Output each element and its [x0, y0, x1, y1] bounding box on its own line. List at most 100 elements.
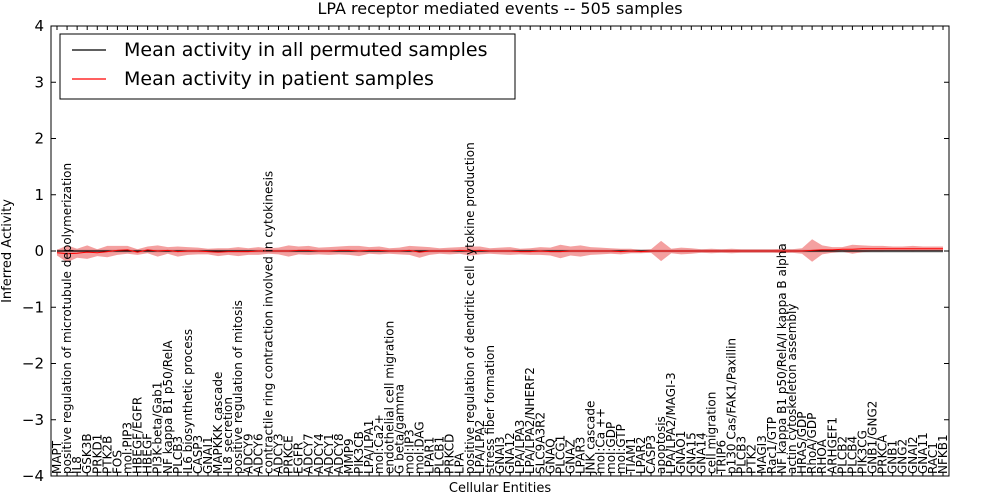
x-tick-label: LPA/LPA2/MAGI-3: [664, 372, 678, 474]
x-tick-label: MAPKKK cascade: [211, 372, 225, 474]
x-tick-label: PLCB1: [433, 436, 447, 474]
x-tick-label: RhoA/GDP: [805, 413, 819, 474]
x-tick-label: LPA/LPA3: [513, 420, 527, 474]
y-axis: −4 −3 −2 −1 0 1 2 3 4: [22, 17, 949, 485]
x-tick-label: PRKD1: [90, 434, 104, 474]
x-tick-label: MMP9: [342, 438, 356, 474]
x-tick-label: endothelial cell migration: [382, 321, 396, 474]
x-tick-label: mol:GTP: [614, 424, 628, 474]
x-tick-label: PTK2: [745, 444, 759, 474]
x-tick-label: GNB1/GNG2: [866, 401, 880, 474]
legend-box: [59, 33, 516, 100]
x-tick-label: SLC9A3R2: [533, 412, 547, 474]
x-tick-label: GNAI3: [493, 436, 507, 474]
x-tick-label: LPAR2: [634, 437, 648, 474]
x-tick-label: CASP3: [644, 435, 658, 474]
x-tick-label: CASP3: [191, 435, 205, 474]
x-tick-label: PIK3CG: [856, 430, 870, 474]
y-tick-label: −4: [22, 467, 44, 485]
x-tick-label: mol:IP3: [402, 429, 416, 474]
x-tick-label: IL6 biosynthetic process: [181, 329, 195, 474]
x-tick-label: mol:GDP: [604, 422, 618, 474]
x-tick-label: LPA/LPA2: [473, 420, 487, 474]
x-tick-label: HBEGF: [141, 433, 155, 474]
y-tick-label: 1: [34, 186, 44, 204]
x-tick-label: GNAO1: [674, 431, 688, 474]
x-tick-label: GNA15: [684, 432, 698, 474]
x-tick-label: mol:Ca2+: [372, 414, 386, 474]
x-tick-label: NFKB1: [936, 434, 950, 474]
y-tick-label: 3: [34, 73, 44, 91]
chart-title: LPA receptor mediated events -- 505 samp…: [317, 0, 682, 18]
x-tick-label: RHOA: [815, 438, 829, 474]
x-tick-label: ADCY9: [241, 433, 255, 474]
x-tick-label: PRKCA: [876, 434, 890, 474]
x-tick-label: positive regulation of microtubule depol…: [60, 163, 74, 474]
x-tick-label: ADCY7: [302, 433, 316, 474]
x-tick-label: EGFR: [292, 442, 306, 474]
x-tick-label: TRIP6: [715, 440, 729, 475]
x-tick-label: Rac1/GTP: [765, 417, 779, 474]
x-tick-label: PLCG1: [553, 435, 567, 474]
x-tick-label: PRKCD: [443, 434, 457, 474]
x-tick-label: PI3K-beta/Gab1: [151, 382, 165, 474]
x-tick-label: LPAR3: [574, 437, 588, 474]
x-tick-label: GNA12: [503, 432, 517, 474]
x-tick-label: ADCY3: [272, 433, 286, 474]
plot-area: [56, 239, 943, 263]
x-tick-label: FOS: [110, 450, 124, 474]
x-tick-label: positive regulation of dendritic cell cy…: [463, 142, 477, 474]
x-tick-label: cell migration: [704, 392, 718, 474]
x-tick-label: PLCB3: [171, 436, 185, 474]
x-tick-label: ADCY1: [322, 433, 336, 474]
x-tick-label: PLCB4: [845, 436, 859, 474]
x-tick-label: mol:DAG: [413, 421, 427, 474]
x-tick-label: ADCY4: [312, 433, 326, 474]
x-tick-label: LPA/LPA1: [362, 420, 376, 474]
x-tick-label: IL8: [70, 456, 84, 474]
x-tick-label: mol:PIP3: [121, 422, 135, 474]
x-tick-label: p130 Cas/FAK1/Paxillin: [725, 338, 739, 474]
x-tick-label: PLCB3: [735, 436, 749, 474]
x-tick-label: IL8 secretion: [221, 397, 235, 474]
x-axis-label: Cellular Entities: [449, 481, 551, 496]
x-tick-label: HRAS/GDP: [795, 411, 809, 474]
x-tick-label: HBEGF/EGFR: [131, 397, 145, 474]
x-tick-label: GNB1: [886, 440, 900, 474]
y-tick-label: −2: [22, 355, 44, 373]
x-tick-label: LPA/LPA2/NHERF2: [523, 367, 537, 474]
x-tick-label: LPAR1: [423, 437, 437, 474]
y-tick-label: −1: [22, 298, 44, 316]
x-tick-label: MAGI3: [755, 435, 769, 474]
x-tick-label: RAC1: [926, 442, 940, 474]
x-tick-label: GNAZ: [564, 439, 578, 474]
x-tick-label: PRKCE: [282, 435, 296, 474]
x-tick-label: actin cytoskeleton assembly: [785, 304, 799, 474]
y-tick-label: 2: [34, 130, 44, 148]
x-tick-label: mol:Ca ++: [594, 408, 608, 474]
x-tick-label: contractile ring contraction involved in…: [261, 171, 275, 474]
y-tick-label: 4: [34, 17, 44, 35]
x-tick-label: ARHGEF1: [825, 417, 839, 474]
y-tick-label: 0: [34, 242, 44, 260]
x-tick-label: GNA14: [694, 432, 708, 474]
series-patient-line: [56, 248, 943, 255]
y-axis-label: Inferred Activity: [0, 199, 15, 303]
x-tick-label: ADCY6: [251, 433, 265, 474]
x-tick-label: positive regulation of mitosis: [231, 300, 245, 474]
x-tick-label: GNAI1: [201, 436, 215, 474]
x-tick-label: MAPT: [50, 440, 64, 474]
x-tick-label: NF kappa B1 p50/RelA: [161, 340, 175, 474]
x-tick-label: GNG2: [896, 439, 910, 474]
x-tick-label: PLCB2: [835, 436, 849, 474]
y-tick-label: −3: [22, 411, 44, 429]
x-tick-label: LPA: [453, 452, 467, 474]
x-tick-label: NF kappa B1 p50/RelA/I kappa B alpha: [775, 243, 789, 474]
x-tick-label: GNA11: [916, 432, 930, 474]
x-tick-label: PIK3CB: [352, 431, 366, 474]
x-tick-label: PTK2B: [100, 436, 114, 474]
x-tick-label: ADCY8: [332, 433, 346, 474]
x-tick-label: TIAM1: [624, 437, 638, 475]
x-tick-label: GSK3B: [80, 433, 94, 474]
